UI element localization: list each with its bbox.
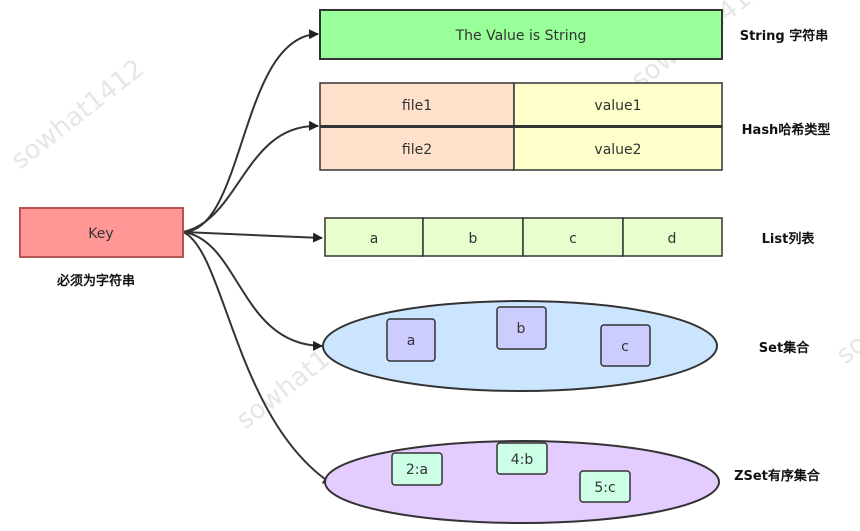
set-item-box	[386, 318, 436, 362]
connector-list	[182, 231, 323, 243]
hash-field-label: file1	[402, 98, 432, 114]
watermark-text: sowhat1412	[6, 54, 150, 176]
key-box	[19, 207, 184, 258]
list-item: a	[370, 231, 379, 247]
connector-zset	[182, 231, 333, 485]
list-item: c	[569, 231, 577, 247]
connectors	[182, 29, 333, 485]
hash-field-label: file2	[402, 142, 432, 158]
string-node: The Value is String String 字符串	[319, 9, 829, 60]
list-item: d	[668, 231, 677, 247]
set-item: c	[621, 339, 629, 355]
watermark-text: sowhat1412	[831, 249, 860, 371]
list-node: a b c d List列表	[324, 217, 816, 257]
hash-field-cell	[319, 82, 515, 127]
string-value: The Value is String	[455, 28, 587, 44]
hash-value-label: value2	[594, 142, 641, 158]
hash-value-cell	[513, 126, 723, 171]
set-item: a	[407, 333, 416, 349]
hash-value-cell	[513, 82, 723, 127]
connector-hash	[182, 120, 319, 233]
set-item-box	[600, 324, 651, 367]
hash-caption: Hash哈希类型	[742, 122, 831, 138]
zset-item: 5:c	[594, 480, 615, 496]
zset-item-box	[391, 452, 443, 486]
zset-node: 2:a 4:b 5:c ZSet有序集合	[324, 440, 821, 524]
string-box	[319, 9, 723, 60]
zset-caption: ZSet有序集合	[734, 468, 821, 484]
hash-value-label: value1	[594, 98, 641, 114]
list-cell	[422, 217, 524, 257]
list-caption: List列表	[762, 231, 816, 247]
key-note: 必须为字符串	[56, 273, 135, 289]
connector-set	[182, 231, 323, 351]
hash-node: file1 value1 file2 value2 Hash哈希类型	[319, 82, 831, 171]
set-item: b	[517, 321, 526, 337]
set-caption: Set集合	[759, 340, 810, 356]
key-node: Key 必须为字符串	[19, 207, 184, 289]
list-item: b	[469, 231, 478, 247]
zset-item: 2:a	[406, 462, 428, 478]
string-caption: String 字符串	[740, 28, 829, 44]
connector-string	[182, 29, 319, 233]
zset-item-box	[496, 442, 548, 475]
key-label: Key	[88, 226, 113, 242]
set-node: a b c Set集合	[322, 300, 810, 392]
zset-item-box	[579, 470, 631, 503]
set-item-box	[496, 306, 547, 350]
zset-item: 4:b	[511, 452, 534, 468]
list-cell	[622, 217, 723, 257]
